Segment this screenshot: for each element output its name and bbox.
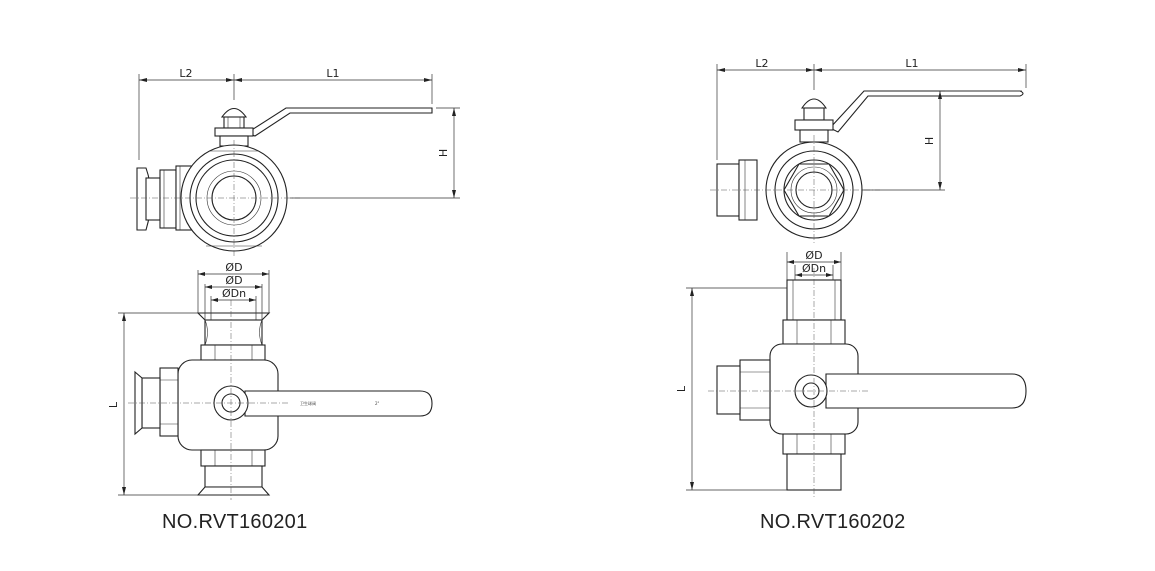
dim-l-label: L [107, 401, 120, 408]
valve-1-top-dimensions: L2 L1 H [138, 67, 460, 199]
valve-1-front-view: 卫生球阀 2" [128, 300, 433, 500]
handle-brand-marking: 卫生球阀 [300, 400, 316, 406]
valve-2-front-view [708, 268, 1027, 498]
dim-l-label: L [675, 385, 688, 392]
dim-dn-label: ØDn [802, 262, 826, 275]
valve-2-top-dimensions: L2 L1 H [716, 57, 1027, 191]
dim-h-label: H [923, 137, 936, 145]
handle-size-marking: 2" [375, 401, 380, 406]
dim-l1-label: L1 [905, 57, 918, 70]
model-number-label-1: NO.RVT160201 [162, 511, 308, 533]
dim-d-inner-label: ØD [225, 274, 242, 287]
dim-h-label: H [437, 149, 450, 157]
dim-d-outer-label: ØD [225, 261, 242, 274]
dim-l1-label: L1 [326, 67, 339, 80]
valve-1-front-dimensions: ØD ØD ØDn L [107, 261, 270, 496]
valve-2-top-view [710, 90, 1024, 245]
valve-1-top-view [130, 107, 433, 258]
dim-l2-label: L2 [755, 57, 768, 70]
dim-dn-label: ØDn [222, 287, 246, 300]
valve-2-front-dimensions: ØD ØDn L [675, 249, 842, 491]
dim-l2-label: L2 [179, 67, 192, 80]
dim-d-label: ØD [805, 249, 822, 262]
model-number-label-2: NO.RVT160202 [760, 511, 906, 533]
